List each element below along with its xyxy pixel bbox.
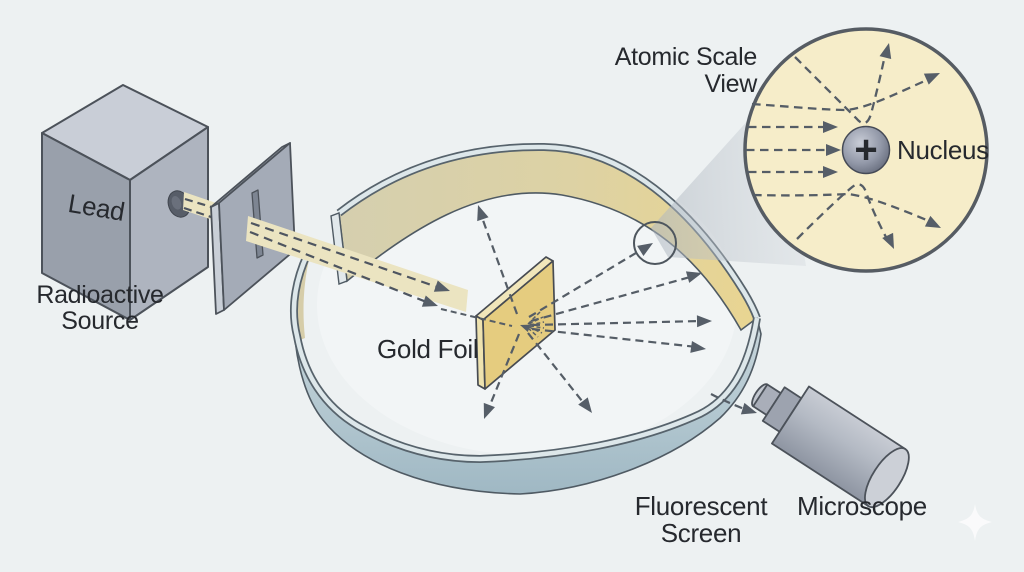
trajectory-strong-up [794, 49, 888, 125]
label-microscope: Microscope [797, 491, 927, 521]
nucleus [841, 125, 891, 175]
label-atomic-scale-view-line1: Atomic Scale [615, 43, 757, 71]
label-gold-foil: Gold Foil [377, 334, 478, 364]
ray-to-microscope [710, 393, 750, 413]
label-fluorescent-screen-line2: Screen [661, 518, 742, 548]
trajectory-slight-up [751, 75, 935, 112]
label-nucleus: Nucleus [897, 135, 989, 165]
scatter-ray-right [531, 319, 703, 327]
scatter-ray-upper-right [530, 274, 695, 323]
screen-front-endcap-inner [296, 244, 313, 340]
label-fluorescent-screen-line1: Fluorescent [635, 491, 769, 521]
sparkle-icon [958, 504, 992, 541]
beam-continuation-dash [440, 308, 513, 327]
scatter-fan [527, 311, 545, 338]
screen-front-band [289, 241, 762, 495]
scatter-ray-up [478, 211, 519, 315]
scatter-rays [440, 211, 750, 413]
microscope [751, 383, 910, 509]
label-radioactive-source-line2: Source [61, 307, 138, 335]
label-radioactive-source-line1: Radioactive [36, 281, 163, 309]
alpha-beam-segment1 [183, 192, 219, 222]
trajectory-slight-down [752, 192, 937, 226]
lead-block-right-face [129, 126, 209, 321]
magnified-point-circle [633, 221, 677, 265]
scatter-ray-down-right [527, 332, 587, 407]
gold-foil-face [482, 260, 556, 390]
nucleus-plus-symbol: + [854, 128, 877, 172]
trajectory-strong-down [796, 183, 890, 242]
labels: Lead Radioactive Source Gold Foil Atomic… [36, 43, 989, 548]
microscope-objective-cap [864, 447, 910, 509]
lead-block [41, 84, 209, 321]
label-atomic-scale-view-line2: View [704, 70, 758, 98]
beam-ray-dashes-2 [249, 221, 447, 307]
gold-foil [475, 256, 556, 390]
scatter-ray-lower-right [531, 327, 698, 349]
scatter-ray-down-left [486, 333, 521, 411]
atomic-trajectories [746, 49, 937, 242]
scatter-ray-to-magnified-point [528, 246, 647, 318]
atomic-scale-view: + [743, 27, 989, 273]
